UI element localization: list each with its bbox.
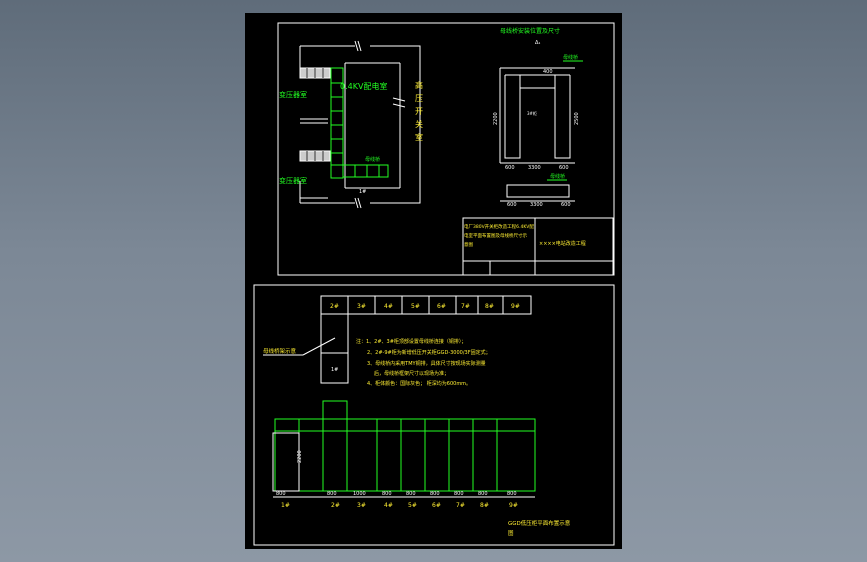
- dim-600b-left: 600: [507, 202, 517, 208]
- front-dim-7: 800: [454, 491, 464, 497]
- hv-room-label-2: 压: [415, 94, 423, 103]
- hv-room-label-3: 开: [415, 107, 423, 116]
- plan-1-marker: 1#: [359, 189, 366, 195]
- front-dim-4: 800: [382, 491, 392, 497]
- dim-600-right: 600: [559, 165, 569, 171]
- cabinet-top-row: [320, 295, 532, 384]
- project-name: ××××电站改造工程: [539, 240, 586, 247]
- dim-3300-lower: 3300: [530, 202, 543, 208]
- dim-400: 400: [543, 69, 553, 75]
- title-line-2: 电室平面布置图及母线桥尺寸示: [464, 232, 527, 239]
- small-1-label: 1#: [331, 367, 338, 373]
- front-label-2: 2#: [331, 502, 340, 509]
- title-block: 电厂380V开关柜改造工程6.4KV配 电室平面布置图及母线桥尺寸示 意图 ××…: [462, 217, 614, 276]
- front-dim-6: 800: [430, 491, 440, 497]
- drawing-sheet: 0.4KV配电室 高 压 开 关 室 变压器室 变压器室 母线桥 1# 母线桥安…: [245, 13, 622, 549]
- front-label-6: 6#: [432, 502, 441, 509]
- dim-3300: 3300: [528, 165, 541, 171]
- cab-label-9: 9#: [511, 303, 520, 310]
- front-dim-3: 1000: [353, 491, 366, 497]
- hv-room-label-1: 高: [415, 80, 423, 90]
- notes: 注：1、2#、3#柜顶部设置母线桥连接（铜排）； 2、2#-9#柜为新增低压开关…: [356, 338, 491, 387]
- front-label-9: 9#: [509, 502, 518, 509]
- hv-room-label-5: 室: [415, 132, 423, 142]
- caption-line-2: 图: [508, 529, 514, 537]
- room-04kv-label: 0.4KV配电室: [340, 81, 387, 91]
- cab-label-3: 3#: [357, 303, 366, 310]
- transformer-room-1: 变压器室: [279, 90, 307, 99]
- front-dim-5: 800: [406, 491, 416, 497]
- caption-line-1: GGD低压柜平面布置示意: [508, 519, 571, 527]
- front-label-1: 1#: [281, 502, 290, 509]
- transformer-room-2: 变压器室: [279, 176, 307, 185]
- front-label-5: 5#: [408, 502, 417, 509]
- front-label-4: 4#: [384, 502, 393, 509]
- dim-600-left: 600: [505, 165, 515, 171]
- dim-symbol: Δ₁: [535, 40, 540, 46]
- bus-label-plan: 母线桥: [365, 156, 380, 163]
- bottom-frame: [253, 284, 615, 546]
- front-dim-8: 800: [478, 491, 488, 497]
- note-4: 后，母线桥框架尺寸以现场为准；: [374, 370, 449, 377]
- dim-600b-right: 600: [561, 202, 571, 208]
- front-label-7: 7#: [456, 502, 465, 509]
- front-dim-1: 800: [276, 491, 286, 497]
- cab-label-8: 8#: [485, 303, 494, 310]
- dim-2200-detail: 2200: [493, 112, 499, 125]
- cab-label-5: 5#: [411, 303, 420, 310]
- note-1: 注：1、2#、3#柜顶部设置母线桥连接（铜排）；: [356, 338, 466, 345]
- front-label-3: 3#: [357, 502, 366, 509]
- front-dim-9: 800: [507, 491, 517, 497]
- front-dim-row: 800 800 1000 800 800 800 800 800 800 1# …: [273, 491, 535, 509]
- bus-bridge-detail: 母线桥安装位置及尺寸 Δ₁ 400 母线桥 2200 2500 3#柜 600 …: [493, 27, 583, 208]
- note-5: 4、柜体颜色：国际灰色； 柜深均为600mm。: [367, 380, 471, 387]
- bus-label-lower: 母线桥: [550, 173, 565, 180]
- title-line-3: 意图: [464, 241, 473, 248]
- bus-label-right: 母线桥: [563, 54, 578, 61]
- cad-drawing: 0.4KV配电室 高 压 开 关 室 变压器室 变压器室 母线桥 1# 母线桥安…: [253, 22, 615, 546]
- left-note: 母线桥架示意: [263, 347, 297, 355]
- building-plan: [299, 40, 421, 209]
- dim-2200-front: 2200: [297, 450, 303, 463]
- dim-2500-detail: 2500: [574, 112, 580, 125]
- note-2: 2、2#-9#柜为新增低压开关柜GGD-3000/3F固定式；: [367, 349, 491, 356]
- hv-room-label-4: 关: [415, 119, 423, 129]
- cab-label-4: 4#: [384, 303, 393, 310]
- front-dim-2: 800: [327, 491, 337, 497]
- note-3: 3、母线桥内采用TMY铜排，具体尺寸按现场实际测量: [367, 360, 486, 367]
- front-label-8: 8#: [480, 502, 489, 509]
- top-frame: [277, 22, 615, 276]
- front-elevation: [272, 400, 536, 492]
- bus-bridge-note: 母线桥安装位置及尺寸: [500, 27, 560, 35]
- cab-label-6: 6#: [437, 303, 446, 310]
- cab-label-7: 7#: [461, 303, 470, 310]
- side-label: 3#柜: [527, 110, 537, 116]
- title-line-1: 电厂380V开关柜改造工程6.4KV配: [464, 223, 534, 230]
- cab-label-2: 2#: [330, 303, 339, 310]
